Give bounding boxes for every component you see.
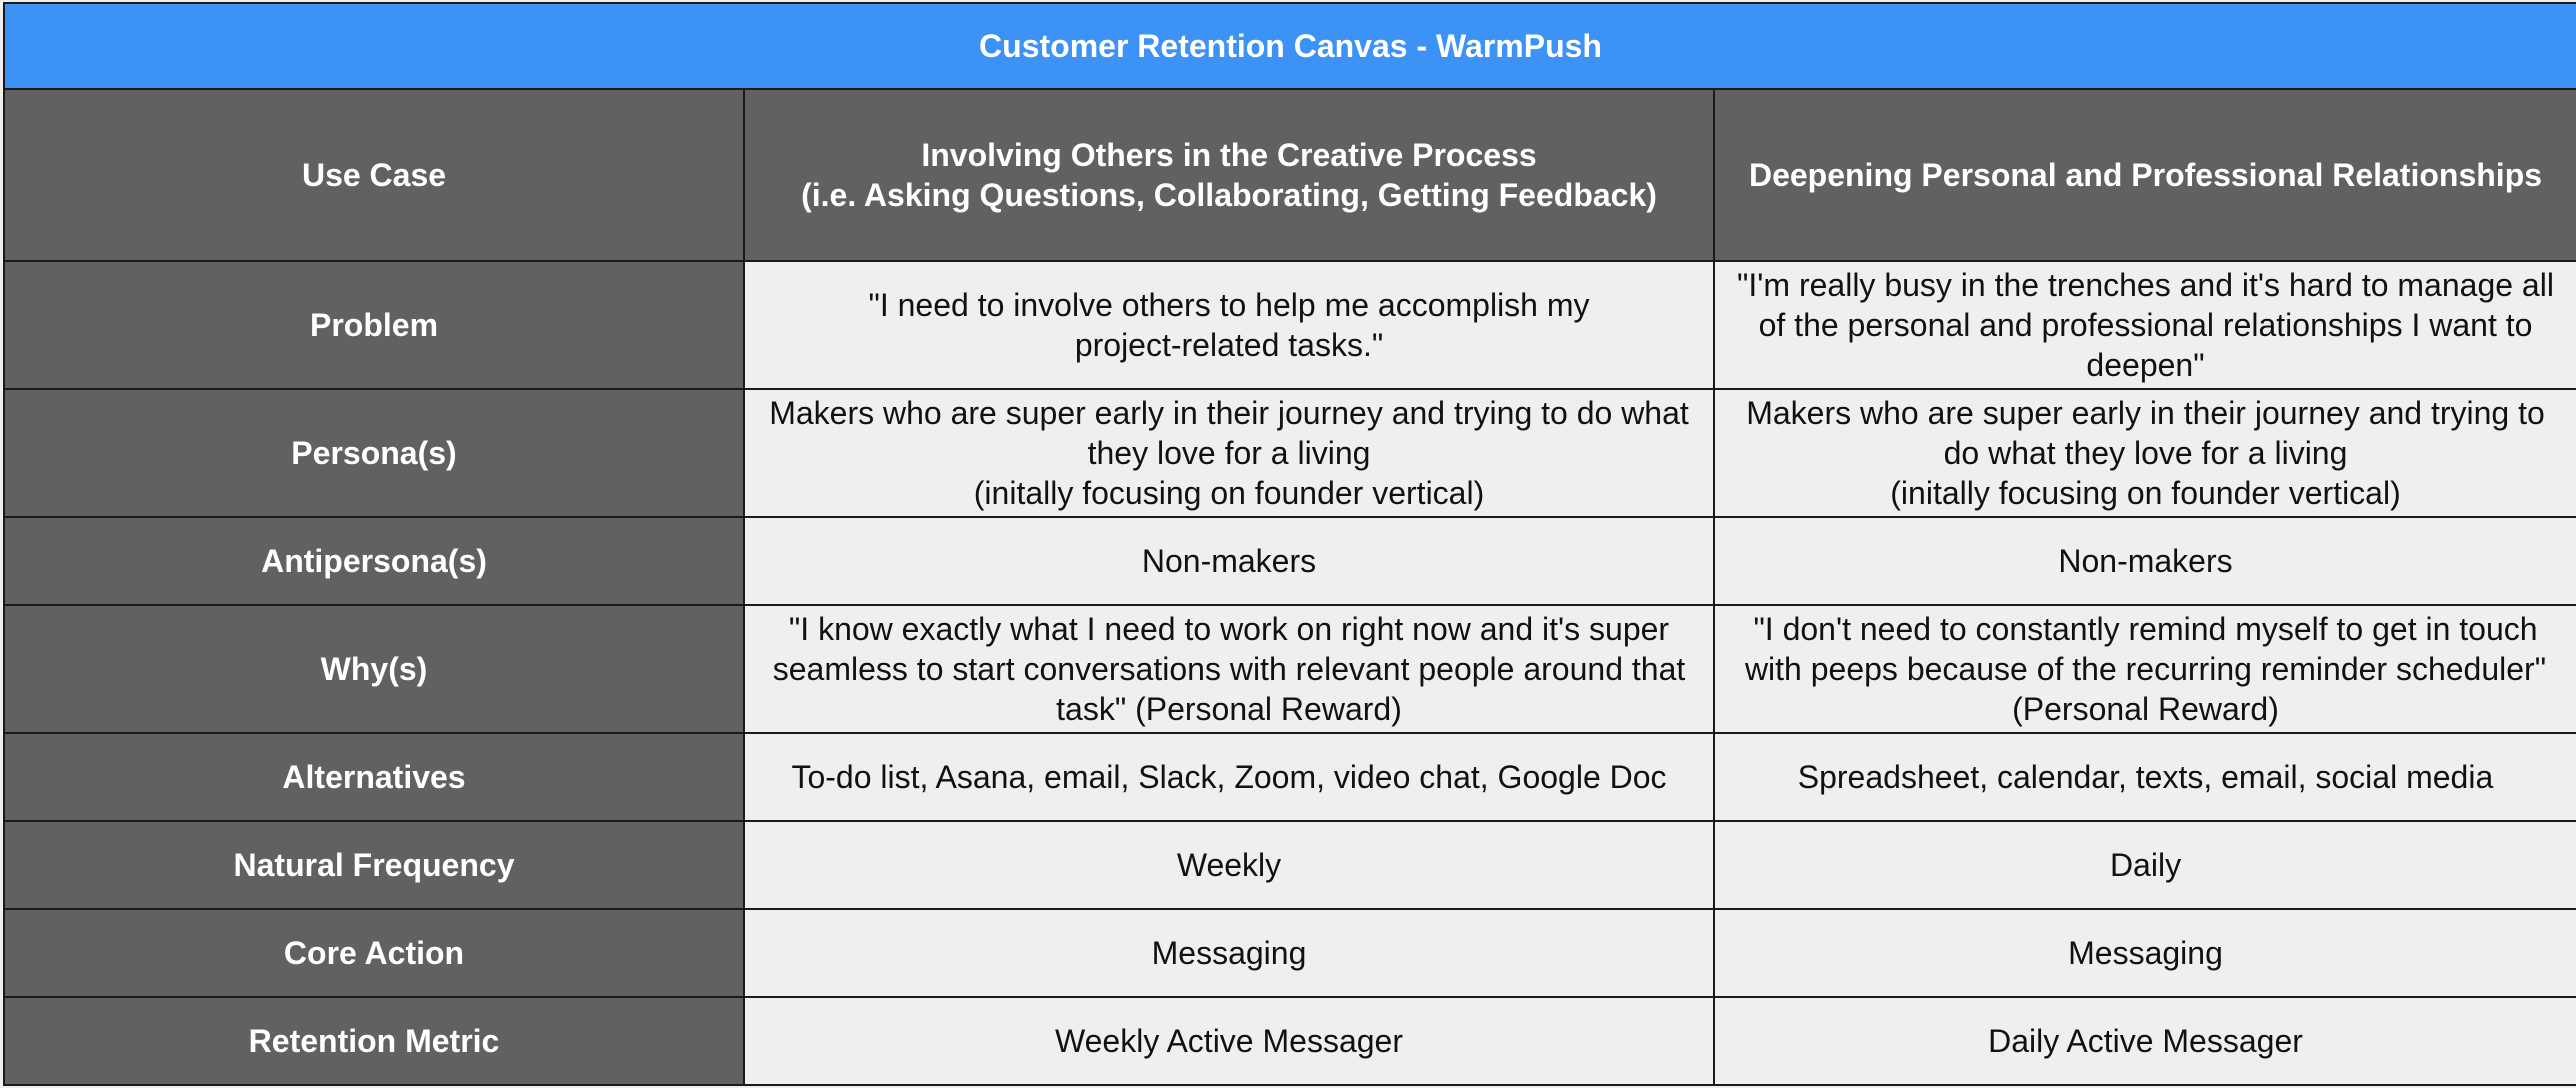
sheet-title-cell[interactable]: Customer Retention Canvas - WarmPush [3,2,2576,90]
table-row-alternatives: Alternatives To-do list, Asana, email, S… [3,732,2576,822]
row-label-cell[interactable]: Problem [3,260,745,390]
data-cell[interactable]: Non-makers [743,516,1715,606]
data-cell[interactable]: To-do list, Asana, email, Slack, Zoom, v… [743,732,1715,822]
title-row: Customer Retention Canvas - WarmPush [3,2,2576,90]
data-cell[interactable]: Messaging [1713,908,2576,998]
table-row-natural-frequency: Natural Frequency Weekly Daily [3,820,2576,910]
table-row-retention-metric: Retention Metric Weekly Active Messager … [3,996,2576,1086]
header-cell-creative-process[interactable]: Involving Others in the Creative Process… [743,88,1715,262]
row-label-cell[interactable]: Why(s) [3,604,745,734]
data-cell[interactable]: Weekly Active Messager [743,996,1715,1086]
row-label-cell[interactable]: Antipersona(s) [3,516,745,606]
row-label-cell[interactable]: Alternatives [3,732,745,822]
row-label-cell[interactable]: Retention Metric [3,996,745,1086]
data-cell[interactable]: Weekly [743,820,1715,910]
table-row-core-action: Core Action Messaging Messaging [3,908,2576,998]
table-row-whys: Why(s) "I know exactly what I need to wo… [3,604,2576,734]
table-row-problem: Problem "I need to involve others to hel… [3,260,2576,390]
row-label-cell[interactable]: Natural Frequency [3,820,745,910]
row-label-cell[interactable]: Core Action [3,908,745,998]
header-row: Use Case Involving Others in the Creativ… [3,88,2576,262]
data-cell[interactable]: Makers who are super early in their jour… [743,388,1715,518]
data-cell[interactable]: "I'm really busy in the trenches and it'… [1713,260,2576,390]
table-row-antipersonas: Antipersona(s) Non-makers Non-makers [3,516,2576,606]
retention-canvas-table: Customer Retention Canvas - WarmPush Use… [3,2,2576,1086]
data-cell[interactable]: Daily [1713,820,2576,910]
data-cell[interactable]: Makers who are super early in their jour… [1713,388,2576,518]
data-cell[interactable]: "I know exactly what I need to work on r… [743,604,1715,734]
data-cell[interactable]: "I need to involve others to help me acc… [743,260,1715,390]
table-row-personas: Persona(s) Makers who are super early in… [3,388,2576,518]
data-cell[interactable]: Daily Active Messager [1713,996,2576,1086]
header-cell-use-case[interactable]: Use Case [3,88,745,262]
data-cell[interactable]: Spreadsheet, calendar, texts, email, soc… [1713,732,2576,822]
data-cell[interactable]: Non-makers [1713,516,2576,606]
data-cell[interactable]: "I don't need to constantly remind mysel… [1713,604,2576,734]
data-cell[interactable]: Messaging [743,908,1715,998]
header-cell-relationships[interactable]: Deepening Personal and Professional Rela… [1713,88,2576,262]
row-label-cell[interactable]: Persona(s) [3,388,745,518]
